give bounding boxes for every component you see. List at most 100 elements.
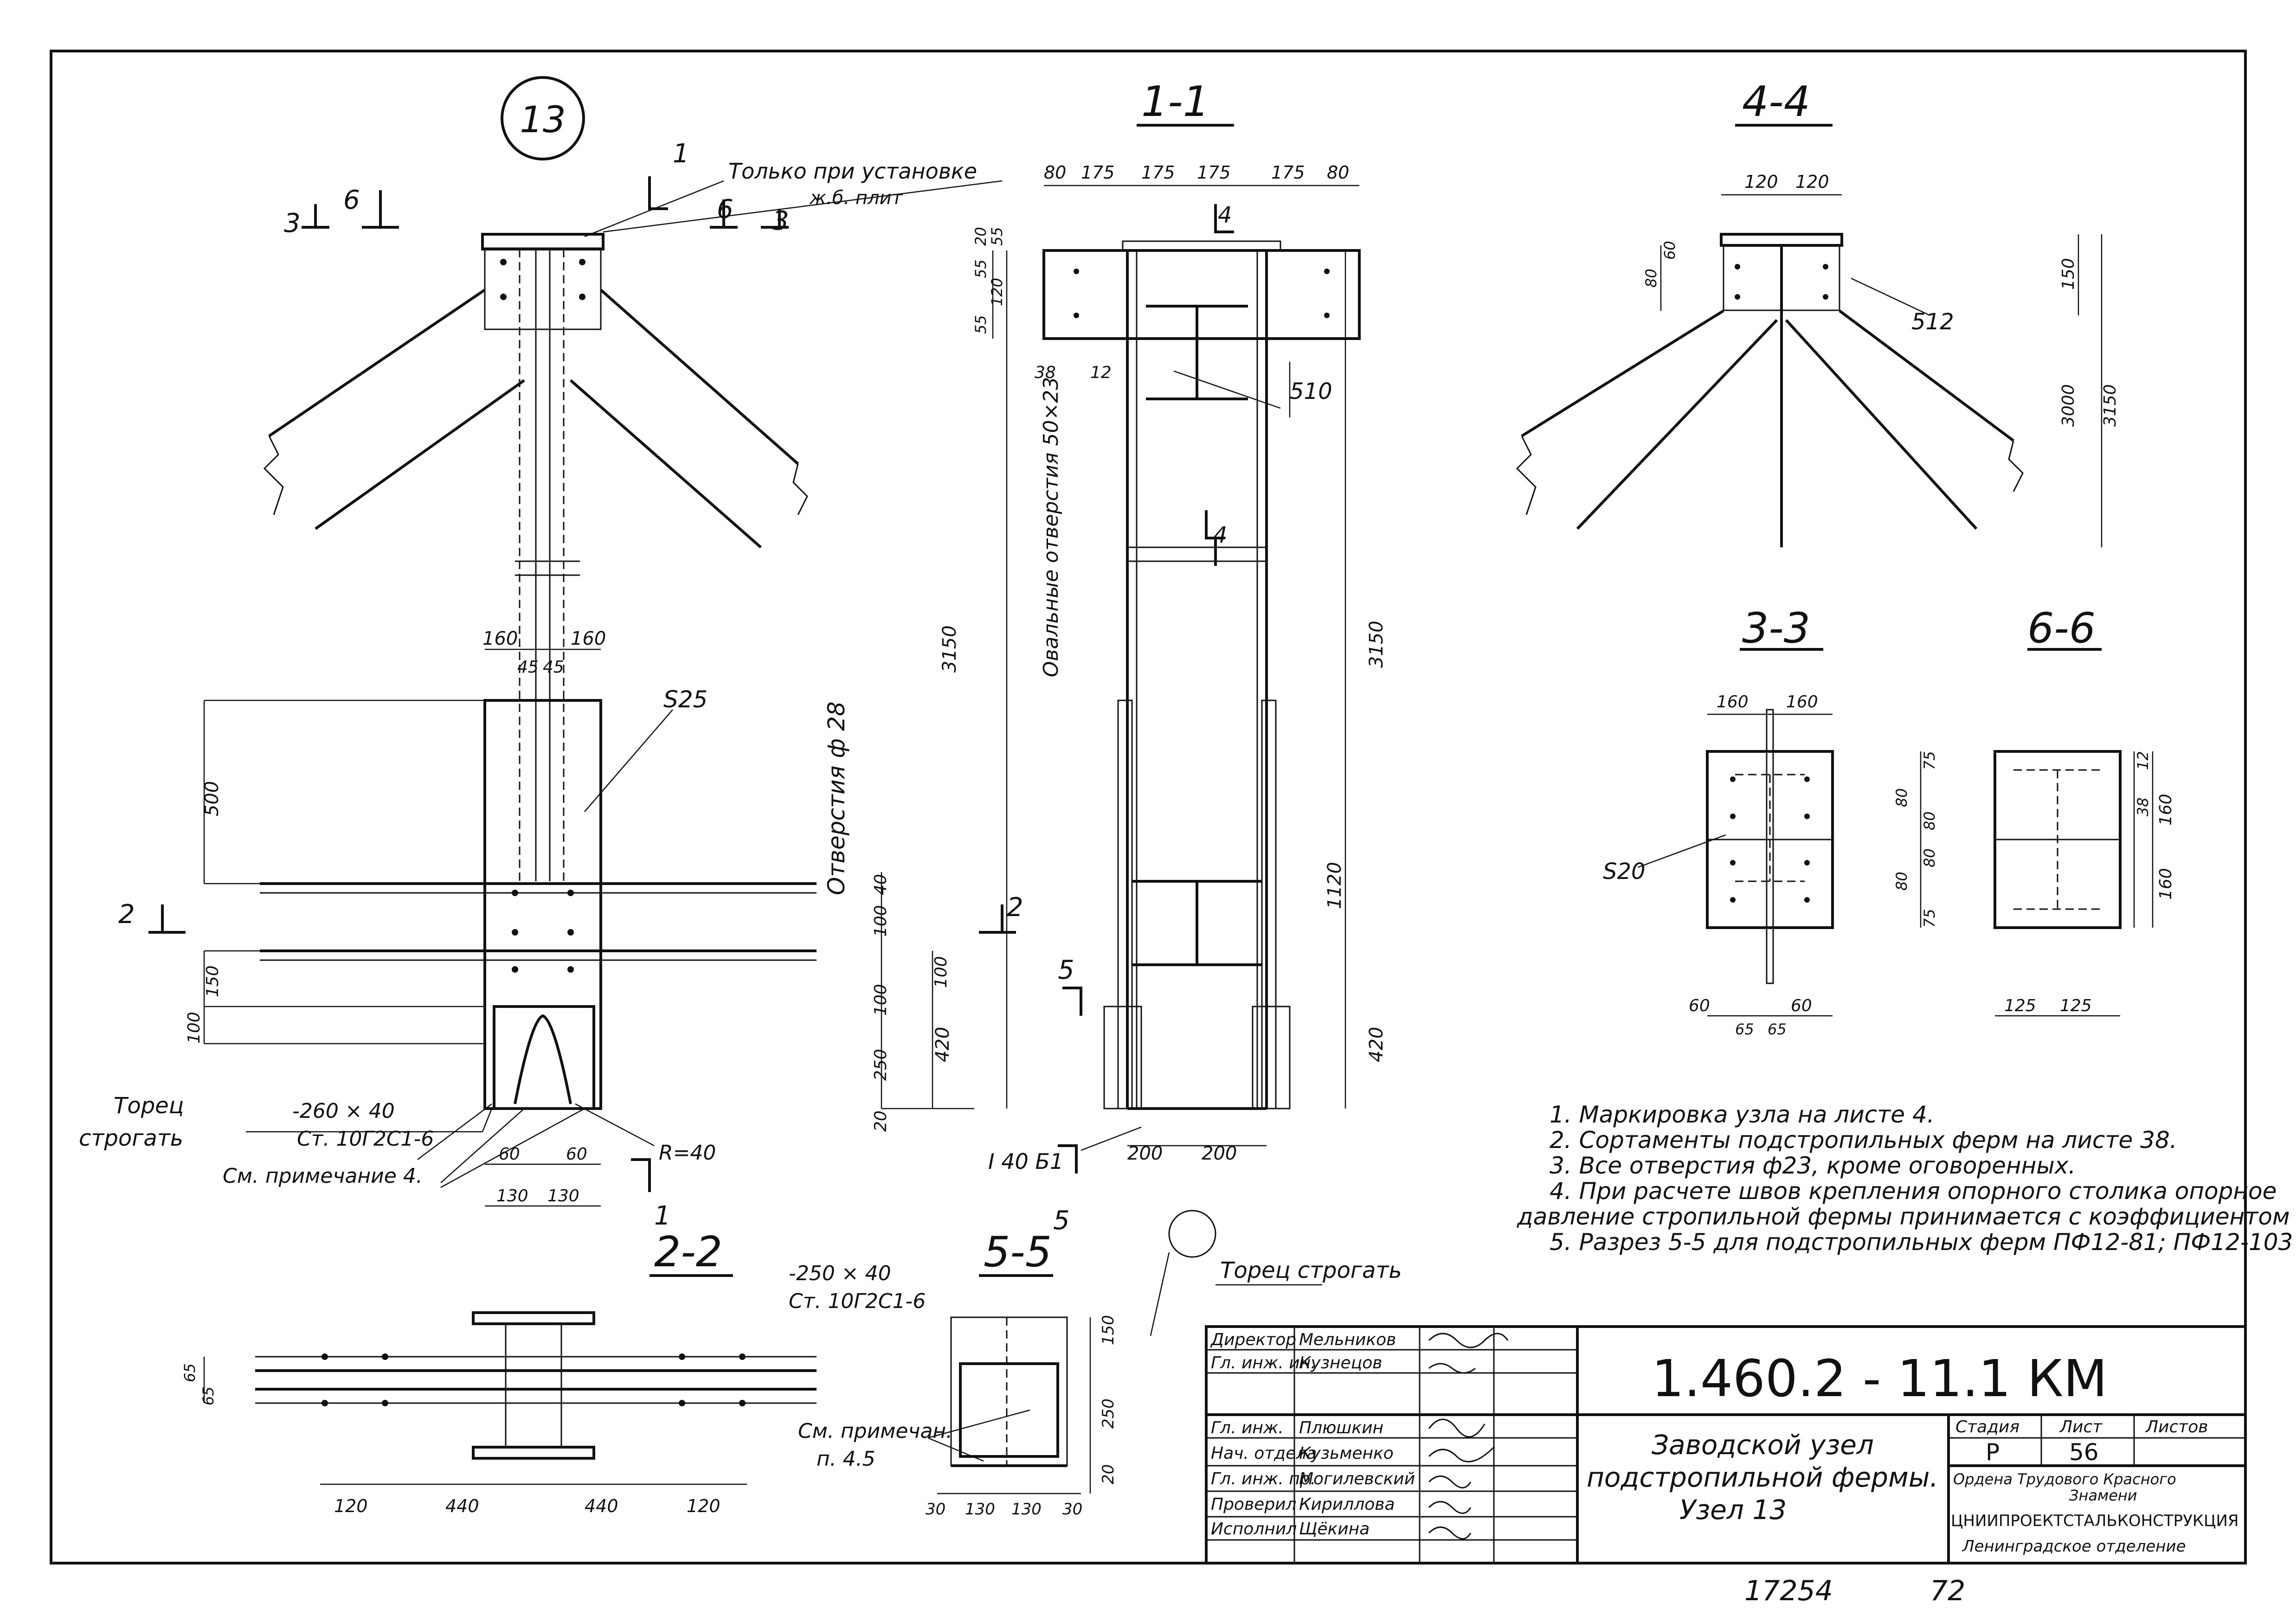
cut-5-bottom: 5 (1053, 1206, 1070, 1236)
cut-4-top: 4 (1218, 202, 1232, 228)
section-6-6-title: 6-6 (2027, 604, 2096, 653)
dim-80b: 80 (1327, 162, 1349, 183)
dim-75b: 75 (1921, 909, 1938, 928)
staff-name-0: Мельников (1299, 1330, 1396, 1349)
section-3-3 (1637, 648, 1922, 1017)
dim-20b: 20 (871, 1110, 890, 1132)
dim-65b: 65 (1768, 1020, 1787, 1038)
staff-role-6: Исполнил (1211, 1520, 1297, 1539)
dim-250a: 250 (871, 1049, 890, 1081)
sheet-label: Лист (2059, 1417, 2103, 1436)
note-3: 3. Все отверстия ф23, кроме оговоренных. (1550, 1152, 2076, 1179)
dim-120c: 120 (1795, 172, 1829, 192)
staff-role-2: Гл. инж. (1211, 1418, 1284, 1437)
dim-160c: 160 (1717, 693, 1749, 712)
section-2-2-title: 2-2 (654, 1228, 722, 1276)
dim-38: 38 (1035, 363, 1056, 382)
dim-60b: 60 (566, 1145, 587, 1164)
label-steel-2: Ст. 10Г2С1-6 (789, 1289, 926, 1313)
footer-stamp-1: 17254 (1744, 1575, 1833, 1607)
dim-160f: 160 (2156, 868, 2175, 900)
dim-440b: 440 (585, 1496, 618, 1516)
section-6-6 (1994, 648, 2154, 1017)
dim-175c: 175 (1197, 162, 1231, 183)
org-line-1: Ордена Трудового Красного (1953, 1470, 2176, 1488)
dim-30a: 30 (926, 1500, 945, 1519)
label-steel-1: Ст. 10Г2С1-6 (297, 1127, 434, 1151)
dim-80a: 80 (1044, 162, 1066, 183)
dim-175b: 175 (1141, 162, 1175, 183)
gusset-plate (483, 699, 602, 1110)
dim-200a: 200 (1127, 1143, 1163, 1164)
dim-130b: 130 (547, 1186, 579, 1206)
staff-name-6: Щёкина (1299, 1520, 1370, 1539)
staff-name-4: Могилевский (1299, 1469, 1415, 1488)
dim-160b: 160 (571, 628, 606, 649)
sheet-value: 56 (2069, 1439, 2099, 1466)
section-1-1 (992, 124, 1361, 1336)
dim-440a: 440 (445, 1496, 479, 1516)
label-see-note-45b: п. 4.5 (817, 1447, 875, 1471)
dim-3000: 3000 (2059, 384, 2078, 427)
dim-45a: 45 (517, 658, 539, 677)
org-line-2: Знамени (2069, 1487, 2137, 1504)
dim-38b: 38 (2134, 797, 2152, 816)
title-block (1205, 1325, 2247, 1565)
drawing-code: 1.460.2 - 11.1 КМ (1652, 1349, 2107, 1408)
section-3-3-title: 3-3 (1742, 604, 1810, 653)
dim-125b: 125 (2060, 996, 2092, 1015)
dim-55b: 55 (988, 227, 1006, 246)
label-plate-250: -250 × 40 (789, 1262, 891, 1285)
dim-150: 150 (203, 965, 222, 997)
dim-100c: 100 (871, 905, 890, 937)
staff-name-5: Кириллова (1299, 1495, 1395, 1514)
dim-120d: 120 (334, 1496, 368, 1516)
dim-130c: 130 (965, 1500, 995, 1519)
only-plates-note: Только при установке (728, 159, 977, 184)
dim-20c: 20 (1099, 1464, 1118, 1484)
dim-80c: 80 (1642, 269, 1660, 288)
dim-60a: 60 (499, 1145, 520, 1164)
staff-role-0: Директор (1210, 1330, 1296, 1349)
dim-65c: 65 (181, 1363, 199, 1382)
cut-5-top: 5 (1058, 955, 1074, 985)
label-s25: S25 (663, 686, 707, 713)
staff-role-4: Гл. инж. пр. (1211, 1469, 1316, 1488)
dim-60d: 60 (1689, 996, 1710, 1015)
node-marker: 13 (501, 76, 585, 160)
note-1: 1. Маркировка узла на листе 4. (1550, 1101, 1935, 1128)
node-number: 13 (520, 99, 566, 141)
dim-160e: 160 (2156, 794, 2175, 826)
cut-6-left: 6 (343, 185, 360, 215)
cut-6-right: 6 (717, 194, 733, 224)
dim-200b: 200 (1202, 1143, 1237, 1164)
label-ibeam: I 40 Б1 (988, 1149, 1063, 1174)
dim-60c: 60 (1661, 241, 1679, 260)
dim-130d: 130 (1011, 1500, 1042, 1519)
main-elevation (148, 176, 1016, 1207)
footer-stamp-2: 72 (1930, 1575, 1965, 1607)
dim-150c: 150 (1099, 1315, 1118, 1345)
dim-130a: 130 (496, 1186, 528, 1206)
dim-80e: 80 (1921, 811, 1938, 830)
dim-500: 500 (201, 781, 223, 816)
label-s10: 510 (1290, 378, 1332, 404)
label-see-note-4: См. примечание 4. (223, 1164, 423, 1188)
label-strogat: строгать (79, 1125, 183, 1151)
cut-4-mid: 4 (1213, 522, 1228, 548)
label-oval-holes: Овальные отверстия 50×23 (1039, 377, 1063, 677)
label-torets-strogat: Торец строгать (1220, 1257, 1402, 1283)
dim-3150b: 3150 (1366, 621, 1387, 668)
stage-value: Р (1986, 1439, 2000, 1466)
dim-65d: 65 (199, 1386, 217, 1405)
cut-1-top: 1 (673, 139, 689, 169)
notes: 1. Маркировка узла на листе 4. 2. Сортам… (1517, 1101, 2296, 1256)
title-line-2: подстропильной фермы. (1587, 1462, 1938, 1493)
dim-120a: 120 (988, 278, 1006, 306)
label-holes-28: Отверстия ф 28 (823, 701, 850, 895)
staff-name-2: Плюшкин (1299, 1418, 1383, 1437)
staff-name-1: Кузнецов (1299, 1353, 1382, 1372)
dim-1120: 1120 (1324, 862, 1345, 909)
org-line-4: Ленинградское отделение (1962, 1537, 2186, 1556)
section-1-1-title: 1-1 (1141, 77, 1209, 126)
